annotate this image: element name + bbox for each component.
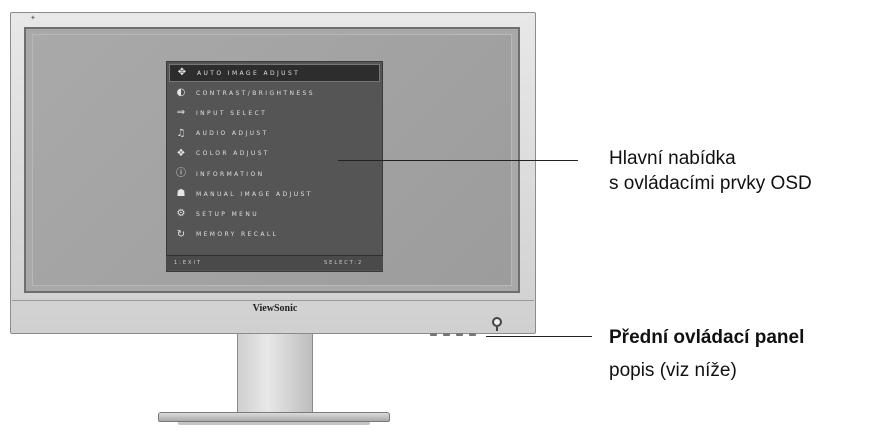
arrows-icon: ✥ bbox=[177, 67, 187, 78]
osd-menu-item[interactable]: ☗ MANUAL IMAGE ADJUST bbox=[169, 185, 380, 203]
contrast-icon: ◐ bbox=[176, 87, 186, 99]
osd-exit-hint: 1:EXIT bbox=[174, 260, 202, 266]
osd-menu-item-label: SETUP MENU bbox=[196, 210, 260, 218]
front-panel-leader-line bbox=[486, 336, 592, 337]
memory-recall-icon: ↻ bbox=[176, 228, 186, 240]
osd-menu-item-label: INFORMATION bbox=[196, 170, 265, 178]
osd-menu-item-label: COLOR ADJUST bbox=[196, 150, 270, 158]
osd-menu-item[interactable]: ⇒ INPUT SELECT bbox=[169, 104, 380, 122]
brand-name: ViewSonic bbox=[252, 303, 298, 314]
power-button[interactable] bbox=[492, 317, 502, 327]
front-button-2[interactable] bbox=[443, 333, 450, 336]
main-menu-callout-line1: Hlavní nabídka bbox=[609, 148, 736, 169]
front-button-1[interactable] bbox=[430, 333, 437, 336]
manual-adjust-icon: ☗ bbox=[176, 188, 186, 200]
monitor-stand-neck bbox=[237, 334, 313, 414]
osd-menu-item[interactable]: ⚙ SETUP MENU bbox=[169, 205, 380, 223]
monitor-stand-base bbox=[158, 412, 390, 422]
osd-menu-item-label: INPUT SELECT bbox=[196, 109, 268, 117]
osd-main-menu: ✥ AUTO IMAGE ADJUST ◐ CONTRAST/BRIGHTNESS ⇒ I… bbox=[166, 61, 383, 272]
osd-menu-item-label: MEMORY RECALL bbox=[196, 231, 279, 239]
osd-menu-item[interactable]: ♫ AUDIO ADJUST bbox=[169, 125, 380, 143]
osd-menu-item[interactable]: ◐ CONTRAST/BRIGHTNESS bbox=[169, 84, 380, 102]
main-menu-leader-line bbox=[338, 160, 578, 161]
color-icon: ❖ bbox=[176, 147, 186, 159]
front-button-4[interactable] bbox=[469, 333, 476, 336]
osd-footer: 1:EXIT SELECT:2 bbox=[166, 255, 383, 270]
osd-menu-item-label: MANUAL IMAGE ADJUST bbox=[196, 190, 313, 198]
osd-menu-item[interactable]: ↻ MEMORY RECALL bbox=[169, 226, 380, 244]
power-icon-stem bbox=[496, 327, 498, 331]
front-button-3[interactable] bbox=[456, 333, 463, 336]
input-icon: ⇒ bbox=[176, 107, 186, 119]
brand-logo-small: ✦ bbox=[30, 14, 36, 22]
osd-menu-item-label: AUDIO ADJUST bbox=[196, 130, 269, 138]
osd-menu-item[interactable]: ❖ COLOR ADJUST bbox=[169, 145, 380, 163]
bezel-divider bbox=[12, 300, 534, 301]
setup-icon: ⚙ bbox=[176, 208, 186, 220]
main-menu-callout-line2: s ovládacími prvky OSD bbox=[609, 173, 812, 194]
osd-menu-item-label: CONTRAST/BRIGHTNESS bbox=[196, 89, 315, 97]
stand-base-shadow bbox=[178, 421, 370, 425]
info-icon: ⓘ bbox=[176, 168, 186, 179]
front-panel-callout-description: popis (viz níže) bbox=[609, 360, 737, 381]
osd-select-hint: SELECT:2 bbox=[324, 260, 364, 266]
osd-menu-item[interactable]: ⓘ INFORMATION bbox=[169, 165, 380, 183]
osd-menu-item[interactable]: ✥ AUTO IMAGE ADJUST bbox=[169, 64, 380, 82]
audio-icon: ♫ bbox=[176, 127, 186, 139]
front-panel-callout-title: Přední ovládací panel bbox=[609, 327, 805, 348]
osd-menu-item-label: AUTO IMAGE ADJUST bbox=[197, 69, 301, 77]
